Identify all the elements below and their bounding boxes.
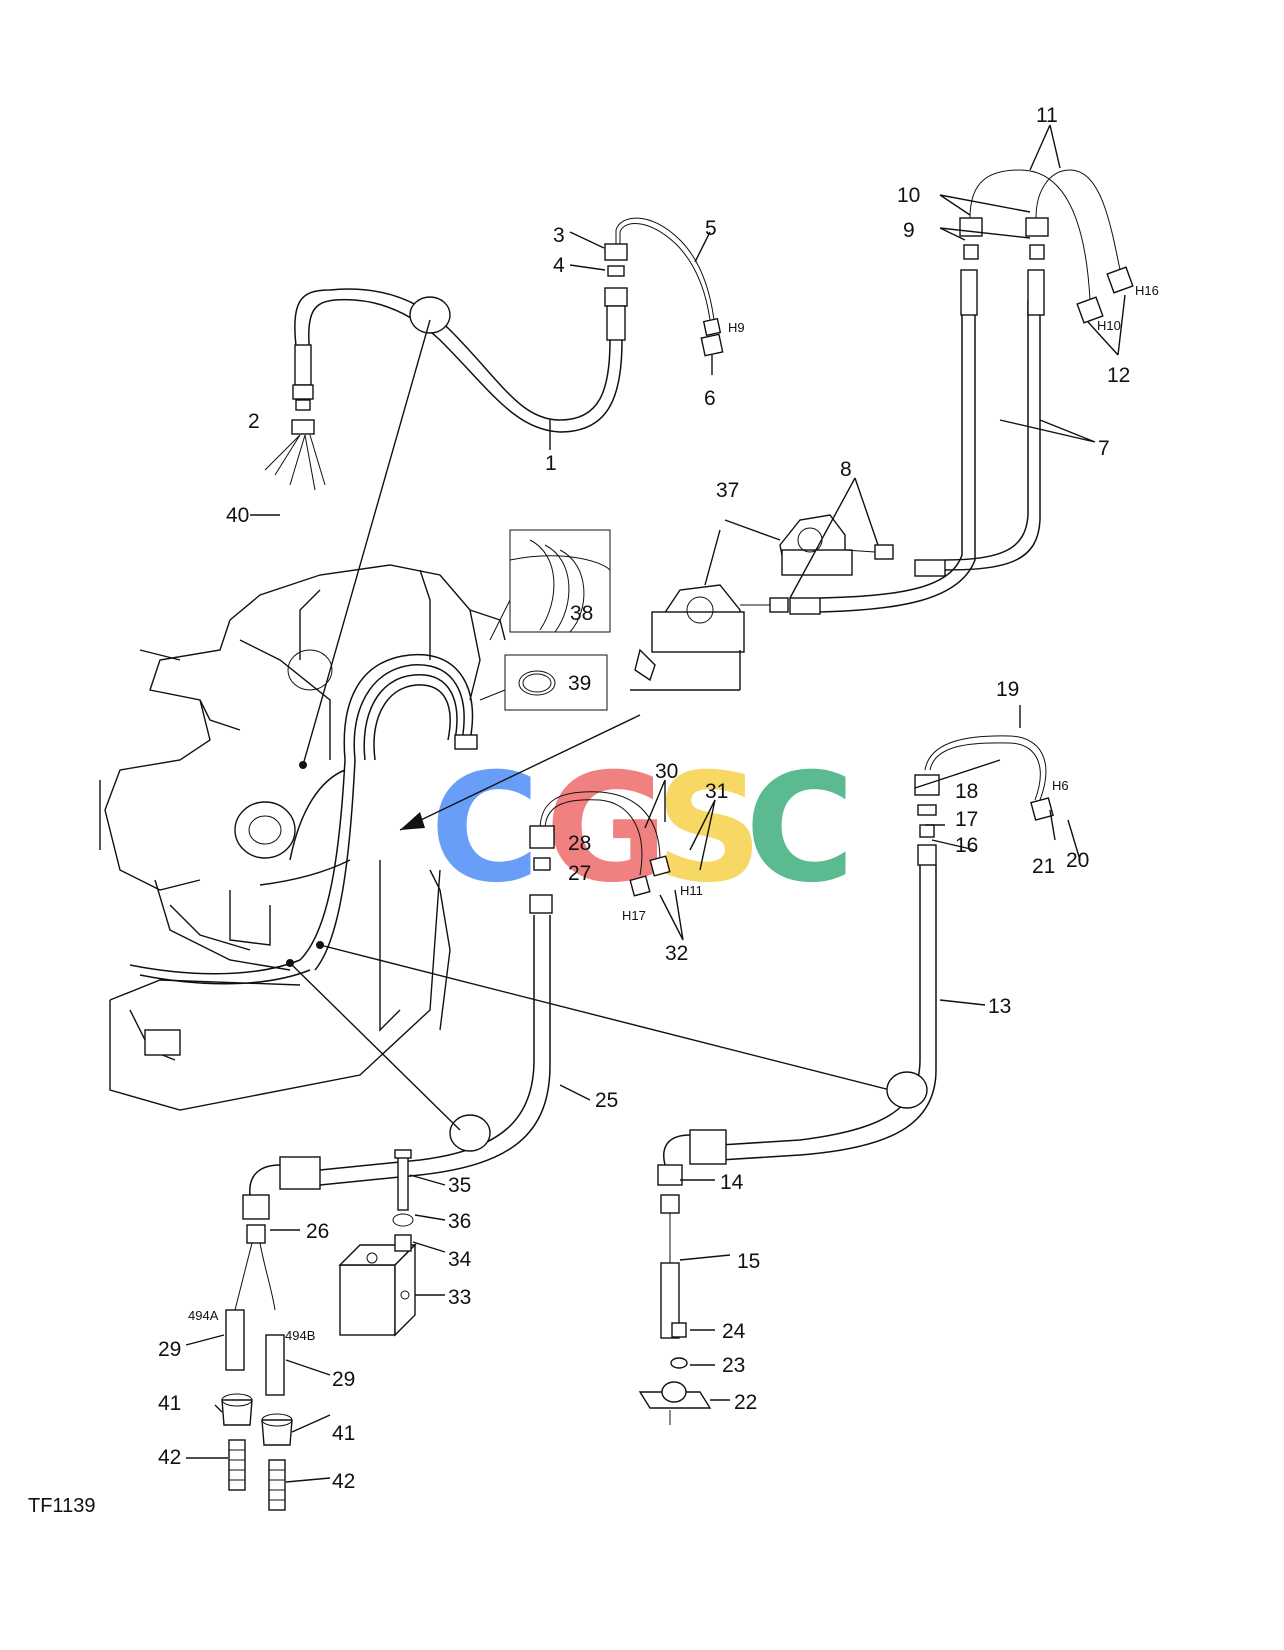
leader-lines: [289, 319, 891, 1131]
callout-labels: 1 2 3 4 5 6 7 8 9 10 11 12 13 14 15 16 1…: [158, 104, 1130, 1493]
drawing-reference: TF1139: [28, 1495, 95, 1517]
callout-4: 4: [553, 254, 565, 277]
callout-13: 13: [988, 995, 1011, 1018]
callout-17: 17: [955, 808, 978, 831]
callout-2: 2: [248, 410, 260, 433]
callout-31: 31: [705, 780, 728, 803]
tag-494b: 494B: [285, 1328, 315, 1343]
block-33: [338, 1149, 446, 1337]
tag-h17: H17: [622, 908, 646, 923]
callout-28: 28: [568, 832, 591, 855]
engine-block: [99, 564, 506, 1111]
actuator-37: [630, 477, 946, 691]
tag-h11: H11: [680, 883, 703, 898]
callout-26: 26: [306, 1220, 329, 1243]
inset-38: [489, 529, 611, 641]
callout-7: 7: [1098, 437, 1110, 460]
callout-29-right: 29: [332, 1368, 355, 1391]
watermark-letter-c1: C: [430, 742, 540, 916]
hose-25: [234, 825, 591, 1311]
callout-42-right: 42: [332, 1470, 355, 1493]
callout-5: 5: [705, 217, 717, 240]
callout-30: 30: [655, 760, 678, 783]
small-tags: H9 H10 H16 H6 H11 H17 494A 494B: [188, 283, 1159, 1343]
harness-bundle: [129, 653, 478, 985]
hose-13: [657, 705, 1081, 1339]
callout-24: 24: [722, 1320, 746, 1343]
callout-41-left: 41: [158, 1392, 181, 1415]
callout-20: 20: [1066, 849, 1089, 872]
bracket-22: [638, 1322, 730, 1425]
callout-6: 6: [704, 387, 716, 410]
callout-22: 22: [734, 1391, 757, 1414]
callout-18: 18: [955, 780, 978, 803]
tag-h10: H10: [1097, 318, 1121, 333]
callout-27: 27: [568, 862, 591, 885]
watermark-letter-c2: C: [745, 742, 855, 916]
callout-32: 32: [665, 942, 688, 965]
callout-16: 16: [955, 834, 978, 857]
callout-1: 1: [545, 452, 557, 475]
callout-40: 40: [226, 504, 249, 527]
wire-30-32: [539, 779, 716, 941]
callout-33: 33: [448, 1286, 471, 1309]
tag-h6: H6: [1052, 778, 1069, 793]
callout-34: 34: [448, 1248, 472, 1271]
callout-29-left: 29: [158, 1338, 181, 1361]
inset-39: [479, 654, 608, 711]
tag-h9: H9: [728, 320, 745, 335]
callout-9: 9: [903, 219, 915, 242]
fitting-3-4: [569, 217, 724, 375]
callout-15: 15: [737, 1250, 760, 1273]
hose-7: [819, 124, 1134, 613]
callout-14: 14: [720, 1171, 744, 1194]
callout-41-right: 41: [332, 1422, 355, 1445]
tag-h16: H16: [1135, 283, 1159, 298]
callout-35: 35: [448, 1174, 471, 1197]
callout-10: 10: [897, 184, 920, 207]
callout-8: 8: [840, 458, 852, 481]
callout-23: 23: [722, 1354, 745, 1377]
callout-19: 19: [996, 678, 1019, 701]
callout-39: 39: [568, 672, 591, 695]
callout-21: 21: [1032, 855, 1055, 878]
callout-3: 3: [553, 224, 565, 247]
tag-494a: 494A: [188, 1308, 219, 1323]
hose-1: [264, 288, 623, 491]
callout-38: 38: [570, 602, 593, 625]
callout-36: 36: [448, 1210, 471, 1233]
plugs-29-41-42: [185, 1309, 331, 1511]
callout-37: 37: [716, 479, 739, 502]
callout-11: 11: [1036, 104, 1058, 127]
callout-25: 25: [595, 1089, 618, 1112]
callout-12: 12: [1107, 364, 1130, 387]
callout-42-left: 42: [158, 1446, 181, 1469]
